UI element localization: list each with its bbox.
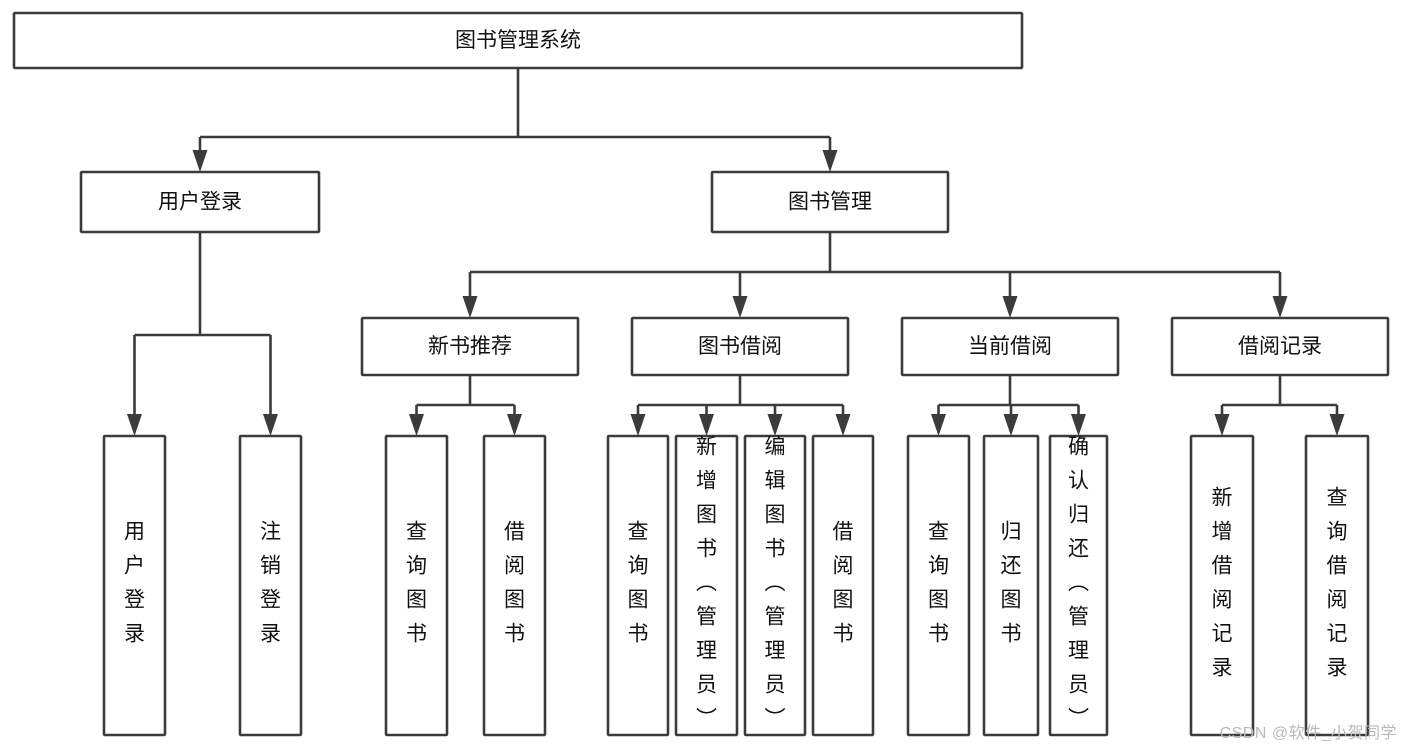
arrow-head-icon [630,414,646,436]
arrow-head-icon [127,414,142,436]
arrow-head-icon [767,414,783,436]
leaf-node-label-book_borrow-0: 查询图书 [628,521,649,646]
leaf-node-current_borrow-2[interactable] [1048,434,1109,737]
arrow-head-icon [699,414,714,436]
arrow-head-icon [263,414,278,436]
arrow-head-icon [822,150,838,172]
leaf-node-label-user_login-1: 注销登录 [260,521,281,646]
leaf-node-current_borrow-1[interactable] [982,434,1040,737]
leaf-node-borrow_record-1[interactable] [1304,434,1370,737]
leaf-node-user_login-0[interactable] [102,434,167,737]
node-level2-label-1: 图书管理 [788,191,872,214]
arrow-head-icon [1329,414,1345,436]
arrow-head-icon [1003,414,1019,436]
arrow-head-icon [192,150,208,172]
node-level3-label-1: 图书借阅 [698,335,782,358]
leaf-node-book_borrow-0[interactable] [606,434,670,737]
leaf-node-label-book_borrow-3: 借阅图书 [833,521,854,646]
leaf-node-user_login-1[interactable] [238,434,303,737]
leaf-node-label-current_borrow-2: 确认归还︵管理员︶ [1068,436,1089,731]
arrow-head-icon [1214,414,1230,436]
leaf-node-label-borrow_record-0: 新增借阅记录 [1212,487,1233,680]
node-level3-label-0: 新书推荐 [428,335,512,358]
leaf-node-label-user_login-0: 用户登录 [124,521,145,646]
arrow-head-icon [732,296,748,318]
arrow-head-icon [462,296,478,318]
leaf-node-borrow_record-0[interactable] [1189,434,1255,737]
leaf-node-book_borrow-2[interactable] [743,434,807,737]
leaf-node-label-current_borrow-1: 归还图书 [1001,521,1022,646]
leaf-node-current_borrow-0[interactable] [906,434,971,737]
node-level3-label-3: 借阅记录 [1238,335,1322,358]
arrow-head-icon [1071,414,1086,436]
csdn-watermark: CSDN @软件_小贺同学 [1219,725,1397,742]
leaf-node-label-borrow_record-1: 查询借阅记录 [1327,487,1348,680]
leaf-node-book_borrow-3[interactable] [811,434,875,737]
arrow-head-icon [507,414,522,436]
leaf-node-new_book_recommend-0[interactable] [384,434,449,737]
leaf-node-label-new_book_recommend-1: 借阅图书 [504,521,525,646]
leaf-node-label-new_book_recommend-0: 查询图书 [406,521,427,646]
leaf-node-label-book_borrow-1: 新增图书︵管理员︶ [696,436,717,731]
arrow-head-icon [1272,296,1288,318]
node-level2-label-0: 用户登录 [158,191,242,214]
arrow-head-icon [1002,296,1018,318]
arrow-head-icon [931,414,946,436]
node-level3-label-2: 当前借阅 [968,335,1052,358]
arrow-head-icon [835,414,851,436]
leaf-node-book_borrow-1[interactable] [674,434,739,737]
node-root-label: 图书管理系统 [455,29,581,52]
arrow-head-icon [409,414,424,436]
leaf-node-new_book_recommend-1[interactable] [482,434,547,737]
leaf-node-label-book_borrow-2: 编辑图书︵管理员︶ [765,436,786,731]
leaf-node-label-current_borrow-0: 查询图书 [928,521,949,646]
